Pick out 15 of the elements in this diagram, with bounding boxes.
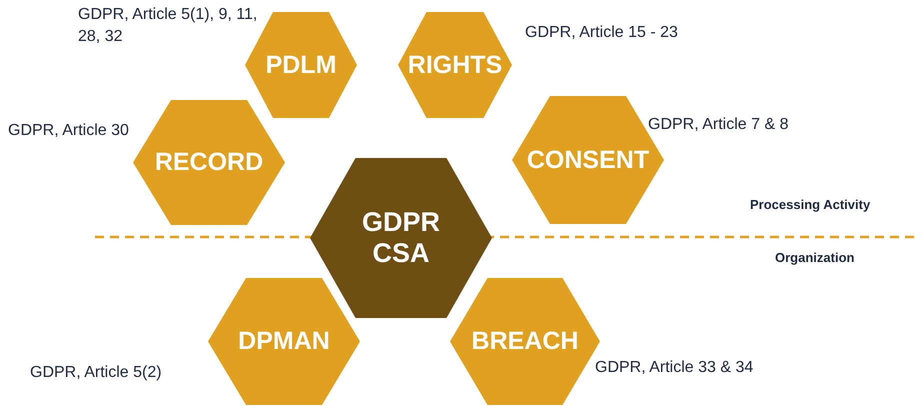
article-reference: GDPR, Article 5(2)	[30, 363, 163, 383]
module-title: GDPR CSA	[360, 206, 441, 270]
module-title: DPMAN	[238, 327, 330, 356]
module-title: PDLM	[266, 50, 336, 80]
article-reference: GDPR, Article 5(1), 9, 11, 28, 32	[78, 5, 258, 47]
section-label: Processing Activity	[750, 197, 870, 212]
module-title: RECORD	[154, 148, 264, 177]
article-reference: GDPR, Article 15 - 23	[525, 23, 679, 43]
module-title: CONSENT	[526, 146, 650, 174]
module-title: RIGHTS	[408, 50, 502, 80]
article-reference: GDPR, Article 30	[8, 121, 130, 141]
article-reference: GDPR, Article 33 & 34	[595, 358, 754, 378]
article-reference: GDPR, Article 7 & 8	[648, 115, 790, 135]
module-title: BREACH	[472, 327, 578, 356]
section-label: Organization	[775, 250, 854, 265]
